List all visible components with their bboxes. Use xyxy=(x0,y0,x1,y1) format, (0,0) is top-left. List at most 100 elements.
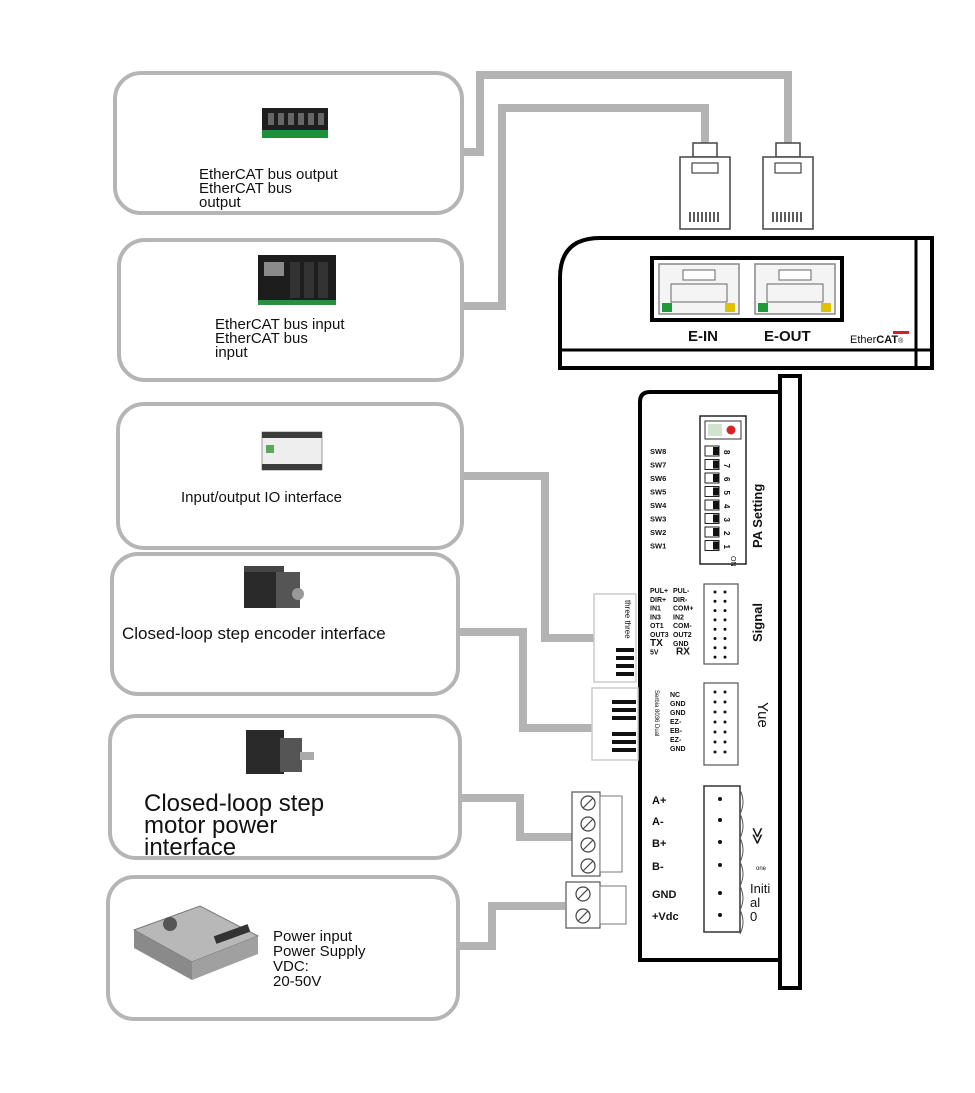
box-power: Power input Power Supply VDC: 20-50V xyxy=(106,875,460,1021)
box-io: Input/output IO interface xyxy=(116,402,464,550)
pin-dot xyxy=(713,730,717,734)
power-pin: B+ xyxy=(652,838,666,850)
bus-output-line-1: EtherCAT bus output xyxy=(199,166,339,183)
signal-connector xyxy=(703,583,739,665)
port-out-label: E-OUT xyxy=(764,328,811,345)
encoder-label: Closed-loop step encoder interface xyxy=(122,624,386,643)
signal-pin-left: 5V xyxy=(650,650,659,657)
signal-pin-left: OT1 xyxy=(650,623,664,630)
signal-pin-right: COM- xyxy=(673,623,692,630)
switch-label: SW6 xyxy=(650,474,666,483)
io-module-icon xyxy=(261,431,323,471)
power-motor-icon xyxy=(246,730,314,774)
dip-number: 4 xyxy=(722,504,731,509)
encoder-pin-dots xyxy=(713,690,727,754)
pin-dot xyxy=(723,750,727,754)
pin-dot xyxy=(713,627,717,631)
motor-power-line-2: motor power xyxy=(144,812,277,839)
cable-bus-input xyxy=(462,104,709,310)
bus-module-icon xyxy=(262,108,328,138)
pin-dot xyxy=(718,818,722,822)
dip-switch-toggle xyxy=(713,514,719,523)
box-motor-power: Closed-loop step motor power interface xyxy=(108,714,462,861)
cable-power xyxy=(460,902,565,950)
encoder-pin: GND xyxy=(670,701,686,708)
dip-switch-toggle xyxy=(713,474,719,482)
pin-dot xyxy=(723,646,727,650)
signal-pin-right: IN2 xyxy=(673,614,684,621)
box-bus-output: EtherCAT bus output EtherCAT bus output xyxy=(113,71,464,215)
power-supply-icon xyxy=(132,905,260,980)
port-in-label: E-IN xyxy=(688,328,718,345)
signal-pin-right: DIR- xyxy=(673,597,688,604)
encoder-pin: GND xyxy=(670,746,686,753)
signal-label: Signal xyxy=(750,603,765,642)
bus-output-line-3: output xyxy=(199,194,242,211)
pin-dot xyxy=(718,840,722,844)
dip-number: 8 xyxy=(722,450,731,455)
dip-switch-toggle xyxy=(713,447,719,455)
pin-dot xyxy=(713,599,717,603)
power-pin: B- xyxy=(652,861,664,873)
switch-label: SW3 xyxy=(650,515,666,524)
motor-power-line-1: Closed-loop step xyxy=(144,790,324,817)
pin-dot xyxy=(723,637,727,640)
driver-body xyxy=(638,374,802,990)
switch-label: SW5 xyxy=(650,488,666,497)
encoder-pin: EZ- xyxy=(670,719,682,726)
pin-dot xyxy=(723,700,727,704)
power-terminal-block xyxy=(703,785,744,935)
pin-dot xyxy=(723,655,727,659)
motor-power-plug xyxy=(571,791,623,877)
power-line-1: Power input xyxy=(273,928,353,945)
signal-pin-right: GND xyxy=(673,641,689,648)
signal-pin-right: RX xyxy=(676,647,690,658)
pin-dot xyxy=(713,710,717,714)
rj45-plug-in xyxy=(679,142,731,230)
dip-switch-toggle xyxy=(713,501,719,509)
power-pin-labels: A+A-B+B-GND+Vdc xyxy=(652,795,679,923)
pin-dot xyxy=(713,655,717,659)
yue-label: Yue xyxy=(754,702,771,728)
pin-dot xyxy=(723,609,727,613)
pin-dot xyxy=(713,590,717,594)
signal-plug-side-text: three three xyxy=(623,600,632,639)
pin-dot xyxy=(713,637,717,640)
dip-switch-toggle xyxy=(713,541,719,550)
cable-io xyxy=(462,472,600,642)
signal-pin-left: PUL+ xyxy=(650,588,668,595)
dip-number: 6 xyxy=(722,477,731,482)
dip-number: 3 xyxy=(722,518,731,523)
ethercat-module: E-IN E-OUT EtherCAT® xyxy=(558,236,934,370)
ethercat-logo-cat: CAT xyxy=(876,334,898,346)
stepper-motor-icon xyxy=(244,566,304,608)
power-pin-dots xyxy=(718,797,722,917)
pin-dot xyxy=(718,891,722,895)
switch-label: SW2 xyxy=(650,528,666,537)
power-pin: +Vdc xyxy=(652,911,679,923)
plc-controller-icon xyxy=(258,255,336,305)
power-pin: A+ xyxy=(652,795,666,807)
io-label: Input/output IO interface xyxy=(181,489,342,506)
power-line-2: Power Supply xyxy=(273,943,366,960)
pin-dot xyxy=(718,863,722,867)
initial-line-3: 0 xyxy=(750,909,757,924)
power-line-3: VDC: xyxy=(273,958,309,975)
box-encoder: Closed-loop step encoder interface xyxy=(110,552,460,696)
ethercat-logo: EtherCAT® xyxy=(850,331,909,346)
encoder-cable-plug xyxy=(591,687,639,761)
bus-input-line-3: input xyxy=(215,344,248,361)
pin-dot xyxy=(713,618,717,622)
power-pin: GND xyxy=(652,889,677,901)
cable-motor-power xyxy=(460,794,575,841)
pin-dot xyxy=(723,730,727,734)
signal-pin-left: TX xyxy=(650,638,663,649)
initial-line-2: al xyxy=(750,895,760,910)
